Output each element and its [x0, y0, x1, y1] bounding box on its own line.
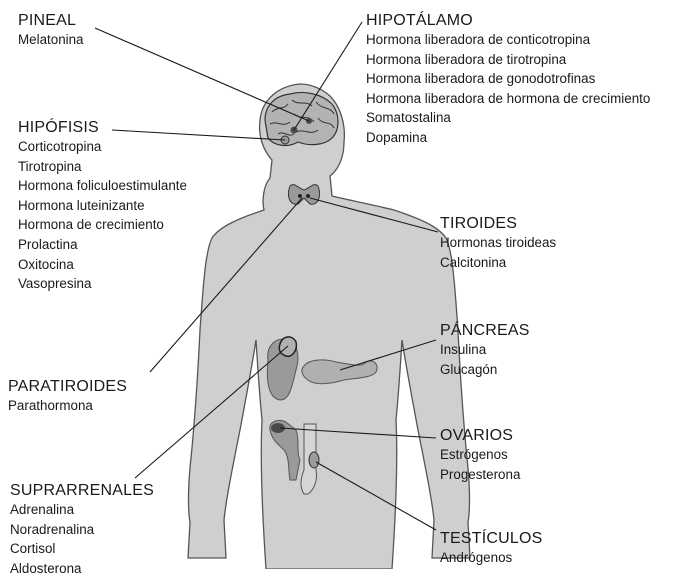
- hormone-item: Prolactina: [18, 235, 187, 255]
- label-suprarrenales: SUPRARRENALES Adrenalina Noradrenalina C…: [10, 481, 154, 578]
- gland-name: PINEAL: [18, 11, 84, 30]
- hormone-item: Melatonina: [18, 30, 84, 50]
- gland-name: TESTÍCULOS: [440, 529, 542, 548]
- hormone-item: Corticotropina: [18, 137, 187, 157]
- gland-name: PÁNCREAS: [440, 321, 530, 340]
- label-pancreas: PÁNCREAS Insulina Glucagón: [440, 321, 530, 379]
- hormone-item: Cortisol: [10, 539, 154, 559]
- hormone-item: Dopamina: [366, 128, 650, 148]
- label-hipofisis: HIPÓFISIS Corticotropina Tirotropina Hor…: [18, 118, 187, 294]
- hormone-item: Noradrenalina: [10, 520, 154, 540]
- hormone-item: Adrenalina: [10, 500, 154, 520]
- parathyroid-gland: [298, 194, 302, 198]
- label-tiroides: TIROIDES Hormonas tiroideas Calcitonina: [440, 214, 556, 272]
- gland-name: HIPÓFISIS: [18, 118, 187, 137]
- hormone-item: Hormona liberadora de hormona de crecimi…: [366, 89, 650, 109]
- label-testiculos: TESTÍCULOS Andrógenos: [440, 529, 542, 568]
- gland-name: SUPRARRENALES: [10, 481, 154, 500]
- pineal-leader: [95, 28, 309, 121]
- body-silhouette: [188, 84, 470, 569]
- hormone-item: Hormonas tiroideas: [440, 233, 556, 253]
- hormone-item: Insulina: [440, 340, 530, 360]
- hormone-item: Hormona foliculoestimulante: [18, 176, 187, 196]
- hormone-item: Calcitonina: [440, 253, 556, 273]
- hormone-item: Hormona liberadora de gonodotrofinas: [366, 69, 650, 89]
- hormone-item: Oxitocina: [18, 255, 187, 275]
- hormone-item: Glucagón: [440, 360, 530, 380]
- gland-name: PARATIROIDES: [8, 377, 127, 396]
- gland-name: OVARIOS: [440, 426, 520, 445]
- hormone-item: Hormona liberadora de tirotropina: [366, 50, 650, 70]
- hormone-item: Vasopresina: [18, 274, 187, 294]
- hormone-item: Hormona liberadora de conticotropina: [366, 30, 650, 50]
- gland-name: HIPOTÁLAMO: [366, 11, 650, 30]
- hormone-item: Somatostalina: [366, 108, 650, 128]
- label-ovarios: OVARIOS Estrógenos Progesterona: [440, 426, 520, 484]
- label-pineal: PINEAL Melatonina: [18, 11, 84, 50]
- hormone-item: Andrógenos: [440, 548, 542, 568]
- testis: [309, 452, 319, 468]
- hormone-item: Hormona de crecimiento: [18, 215, 187, 235]
- label-hipotalamo: HIPOTÁLAMO Hormona liberadora de contico…: [366, 11, 650, 148]
- hormone-item: Progesterona: [440, 465, 520, 485]
- label-paratiroides: PARATIROIDES Parathormona: [8, 377, 127, 416]
- hormone-item: Aldosterona: [10, 559, 154, 578]
- hormone-item: Hormona luteinizante: [18, 196, 187, 216]
- hormone-item: Parathormona: [8, 396, 127, 416]
- hormone-item: Estrógenos: [440, 445, 520, 465]
- hormone-item: Tirotropina: [18, 157, 187, 177]
- gland-name: TIROIDES: [440, 214, 556, 233]
